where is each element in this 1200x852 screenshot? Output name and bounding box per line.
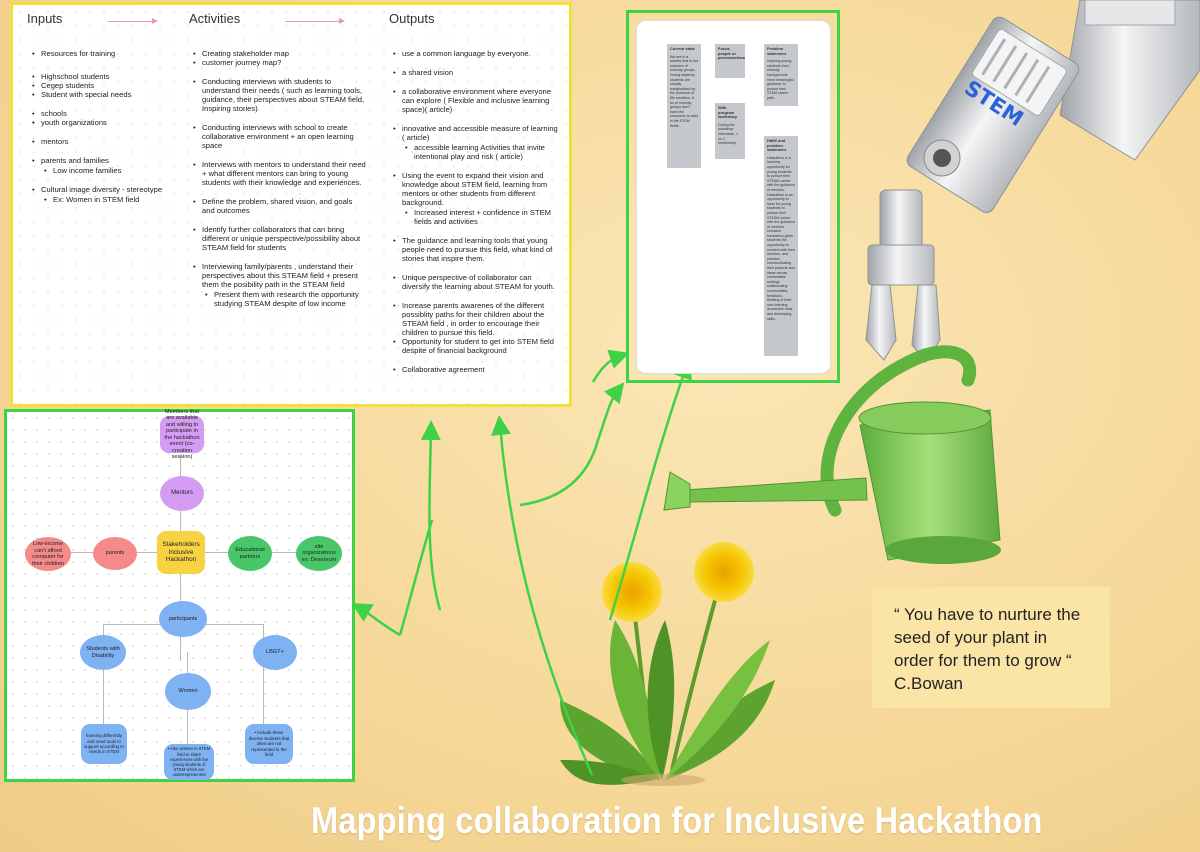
sticky-title: Problem statement [767, 46, 786, 56]
research-board-panel: Current state We are in a society that i… [626, 10, 840, 383]
node-low-income: Low-income can't afford computer for the… [25, 537, 71, 571]
list-item: innovative and accessible measure of lea… [391, 124, 561, 142]
list-item: parents and families [30, 156, 190, 165]
inputs-list: Resources for training Highschool studen… [30, 49, 190, 214]
list-item: Collaborative agreement [391, 365, 561, 374]
list-item: Conducting interviews with students to u… [191, 77, 367, 113]
connection-arrows [351, 349, 693, 776]
node-participants: participants [159, 601, 207, 637]
list-item: Increase parents awarenes of the differe… [391, 301, 561, 337]
connector-line [103, 624, 104, 724]
list-item: Creating stakeholder map [191, 49, 367, 58]
list-item: The guidance and learning tools that you… [391, 236, 561, 263]
list-item: accessible learning Activities that invi… [391, 143, 561, 161]
inputs-heading: Inputs [27, 11, 63, 26]
list-item: Cultural image diversity - stereotype [30, 185, 190, 194]
node-center-stakeholders: Stakeholders Inclusive Hackathon [157, 531, 205, 574]
sticky-ideation: With program workshop During the worksho… [715, 103, 745, 159]
sticky-body: We are in a society that is not inclusiv… [670, 54, 698, 128]
list-item: Low income families [30, 166, 190, 175]
node-women: Women [165, 673, 211, 710]
sticky-title: HMW and problem statement [767, 138, 786, 153]
sticky-body: Hackathon is a learning opportunity for … [767, 155, 795, 321]
sticky-problem: Problem statement Inspiring young studen… [764, 44, 798, 106]
node-lgbt-note: • Include these diverse students that of… [245, 724, 293, 764]
node-site-organizations: site organizations ex: Desereum [296, 536, 342, 571]
page-title: Mapping collaboration for Inclusive Hack… [311, 800, 1043, 841]
list-item: mentors [30, 137, 190, 146]
list-item: Present them with research the opportuni… [191, 290, 367, 308]
logic-model-panel: Inputs Activities Outputs Resources for … [10, 2, 572, 407]
list-item: schools [30, 109, 190, 118]
list-item: Opportunity for student to get into STEM… [391, 337, 561, 355]
list-item: Interviewing family/parents , understand… [191, 262, 367, 289]
list-item: Resources for training [30, 49, 190, 58]
research-board: Current state We are in a society that i… [636, 20, 831, 374]
sticky-title: Current state [670, 46, 695, 51]
quote-card: “ You have to nurture the seed of your p… [872, 587, 1110, 708]
list-item: youth organizations [30, 118, 190, 127]
list-item: Student with special needs [30, 90, 190, 99]
outputs-list: use a common language by everyone. a sha… [391, 49, 561, 384]
node-disability-note: learning differently and need tools to s… [81, 724, 127, 764]
list-item: Unique perspective of collaborator can d… [391, 273, 561, 291]
sticky-title: With program workshop [718, 105, 737, 120]
list-item: Identify further collaborators that can … [191, 225, 367, 252]
list-item: Conducting interviews with school to cre… [191, 123, 367, 150]
list-item: Using the event to expand their vision a… [391, 171, 561, 207]
list-item: Cegep students [30, 81, 190, 90]
sticky-body: Inspiring young students from minority b… [767, 59, 794, 100]
activities-heading: Activities [189, 11, 241, 26]
node-parents: parents [93, 537, 137, 570]
list-item: Increased interest + confidence in STEM … [391, 208, 561, 226]
quote-text: “ You have to nurture the seed of your p… [894, 605, 1081, 670]
sticky-hmw: HMW and problem statement Hackathon is a… [764, 136, 798, 356]
sticky-body: During the workshop interviews, 1 on 1 m… [718, 122, 738, 146]
stakeholder-map-panel: Members that are available and willing t… [4, 409, 355, 782]
node-mentors: Mentors [160, 476, 204, 511]
stem-label: STEM [960, 76, 1027, 131]
list-item: Define the problem, shared vision, and g… [191, 197, 367, 215]
sticky-focus: Focus people or persona/chance [715, 44, 745, 78]
activities-list: Creating stakeholder map customer journe… [191, 49, 367, 318]
list-item: Ex: Women in STEM field [30, 195, 190, 204]
list-item: a collaborative environment where everyo… [391, 87, 561, 114]
node-women-note: • Also women in STEM field to share expe… [164, 744, 214, 780]
node-members-note: Members that are available and willing t… [160, 409, 204, 460]
sticky-title: Focus people or persona/chance [718, 46, 745, 61]
list-item: Highschool students [30, 72, 190, 81]
robot-arm-illustration: STEM [865, 0, 1200, 363]
node-educational-partners: Educational partners [228, 536, 272, 571]
node-students-disability: Students with Disability [80, 635, 126, 670]
sticky-current-state: Current state We are in a society that i… [667, 44, 701, 168]
activities-arrow [285, 18, 345, 24]
inputs-arrow [108, 18, 158, 24]
dandelion-plant-illustration [560, 542, 775, 786]
node-lgbt: LBGT+ [253, 635, 297, 670]
list-item: a shared vision [391, 68, 561, 77]
list-item: customer journey map? [191, 58, 367, 67]
connector-line [263, 624, 264, 724]
list-item: Interviews with mentors to understand th… [191, 160, 367, 187]
outputs-heading: Outputs [389, 11, 435, 26]
watering-can-illustration [663, 345, 1001, 564]
list-item: use a common language by everyone. [391, 49, 561, 58]
quote-author: C.Bowan [894, 674, 963, 693]
